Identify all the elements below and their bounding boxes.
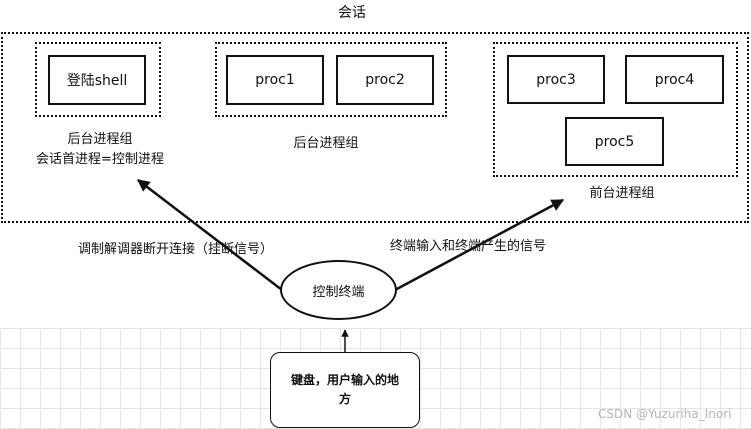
- login-shell-box[interactable]: 登陆shell: [48, 55, 146, 105]
- watermark: CSDN @Yuzuriha_Inori: [598, 407, 732, 421]
- keyboard-label-line1: 键盘，用户输入的地: [290, 373, 399, 387]
- foreground-process-group: [493, 42, 738, 177]
- controlling-terminal[interactable]: 控制终端: [280, 260, 397, 320]
- proc5-box[interactable]: proc5: [565, 117, 664, 166]
- proc3-box[interactable]: proc3: [507, 55, 605, 104]
- terminal-signal-arrow: [394, 198, 565, 292]
- keyboard-label-line2: 方: [338, 392, 351, 406]
- background-group-caption: 后台进程组: [293, 136, 359, 151]
- proc2-box[interactable]: proc2: [336, 55, 434, 105]
- session-boundary: [1, 32, 749, 223]
- login-process-group: [35, 42, 161, 117]
- keyboard-box[interactable]: 键盘，用户输入的地 方: [270, 352, 420, 428]
- proc4-box[interactable]: proc4: [625, 55, 724, 104]
- hangup-signal-label: 调制解调器断开连接（挂断信号）: [78, 242, 274, 257]
- session-title: 会话: [338, 5, 366, 21]
- proc1-box[interactable]: proc1: [226, 55, 324, 105]
- background-process-group: [215, 42, 447, 117]
- login-group-caption: 后台进程组: [67, 132, 133, 147]
- session-leader-caption: 会话首进程=控制进程: [36, 152, 164, 167]
- terminal-signal-label: 终端输入和终端产生的信号: [390, 239, 547, 254]
- hangup-signal-arrow: [137, 179, 283, 291]
- foreground-group-caption: 前台进程组: [589, 186, 655, 201]
